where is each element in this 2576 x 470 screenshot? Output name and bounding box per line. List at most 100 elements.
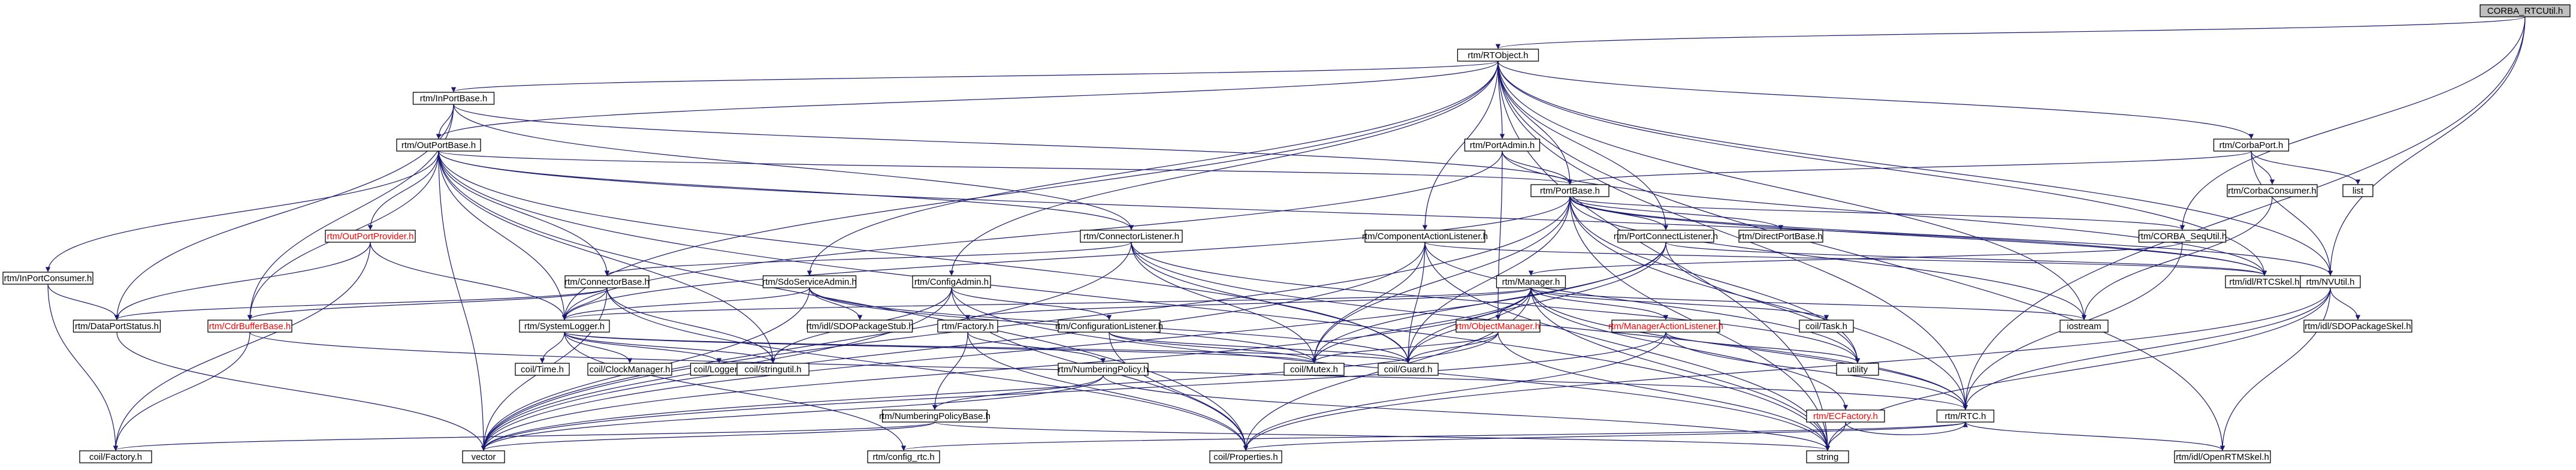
node-numberingpolicy[interactable]: rtm/NumberingPolicy.h [1058, 363, 1149, 376]
node-ecfactory[interactable]: rtm/ECFactory.h [1806, 409, 1885, 423]
node-connectorbase[interactable]: rtm/ConnectorBase.h [564, 275, 650, 288]
node-configurationlistener[interactable]: rtm/ConfigurationListener.h [1055, 320, 1163, 333]
node-label: rtm/PortConnectListener.h [1614, 231, 1718, 242]
dependency-edge-manager-to-iostream [1530, 287, 2086, 320]
node-label: rtm/RTC.h [1945, 411, 1986, 421]
dependency-edge-systemlogger-to-clockmanager [564, 332, 633, 363]
dependency-edge-numberingpolicybase-to-string [934, 421, 1830, 451]
dependency-edge-manageractionlistener-to-properties [1243, 332, 1666, 451]
node-box [2300, 275, 2361, 288]
dependency-edge-rtobject-to-inportbase [451, 61, 1499, 92]
node-corbaconsumer[interactable]: rtm/CorbaConsumer.h [2227, 184, 2318, 197]
node-factory[interactable]: rtm/Factory.h [937, 320, 998, 333]
node-box [2059, 320, 2109, 333]
node-directportbase[interactable]: rtm/DirectPortBase.h [1738, 230, 1823, 243]
node-label: rtm/RTObject.h [1467, 50, 1528, 61]
dependency-edge-manager-to-vector [481, 287, 1532, 451]
node-corbasequtil[interactable]: rtm/CORBA_SeqUtil.h [2138, 230, 2227, 243]
node-dataportstatus[interactable]: rtm/DataPortStatus.h [73, 320, 161, 333]
node-systemlogger[interactable]: rtm/SystemLogger.h [519, 320, 610, 333]
node-corbaport[interactable]: rtm/CorbaPort.h [2213, 138, 2290, 152]
node-inportbase[interactable]: rtm/InPortBase.h [412, 92, 495, 105]
node-box [519, 320, 610, 333]
dependency-edge-nvutil-to-string [1825, 287, 2331, 451]
node-layer: CORBA_RTCUtil.hrtm/RTObject.hrtm/InPortB… [2, 4, 2571, 463]
node-clockmanager: coil/ClockManager.h [587, 363, 672, 376]
dependency-edge-manager-to-factory [965, 287, 1532, 320]
dependency-edge-systemlogger-to-coiltime [539, 332, 565, 363]
node-sdoserviceadmin[interactable]: rtm/SdoServiceAdmin.h [762, 275, 857, 288]
node-box [564, 275, 650, 288]
dependency-edge-portbase-to-vector [481, 196, 1571, 451]
node-label: rtm/ConfigAdmin.h [914, 277, 989, 287]
node-cdrbufferbase[interactable]: rtm/CdrBufferBase.h [207, 320, 292, 333]
node-objectmanager[interactable]: rtm/ObjectManager.h [1455, 320, 1541, 333]
node-rtch[interactable]: rtm/RTC.h [1936, 409, 1995, 423]
dependency-edge-manageractionlistener-to-utility [1665, 332, 1861, 363]
dependency-edge-manager-to-systemlogger [562, 287, 1532, 320]
node-rtobject[interactable]: rtm/RTObject.h [1457, 49, 1539, 62]
node-label: rtm/Factory.h [941, 321, 993, 332]
dependency-edge-sdoserviceadmin-to-systemlogger [561, 287, 810, 320]
dependency-edge-rtobject-to-portbase [1497, 61, 1573, 185]
dependency-edge-root-to-rtobject [1496, 16, 2526, 49]
dependency-edge-componentactionlistener-to-string [1424, 242, 1831, 451]
dependency-edge-portadmin-to-portbase [1502, 150, 1573, 185]
node-label: rtm/idl/SDOPackageSkel.h [2305, 321, 2411, 332]
node-outportprovider[interactable]: rtm/OutPortProvider.h [325, 230, 416, 243]
node-box [912, 275, 991, 288]
dependency-edge-portbase-to-utility [1569, 196, 1861, 363]
dependency-edge-corbasequtil-to-manager [1529, 242, 2183, 276]
dependency-edge-manager-to-task [1530, 287, 1829, 320]
node-box [1611, 320, 1720, 333]
node-manageractionlistener[interactable]: rtm/ManagerActionListener.h [1608, 320, 1723, 333]
node-portadmin[interactable]: rtm/PortAdmin.h [1464, 138, 1541, 152]
node-box [2342, 184, 2373, 197]
dependency-edge-manager-to-manageractionlistener [1530, 287, 1669, 320]
node-configadmin[interactable]: rtm/ConfigAdmin.h [912, 275, 991, 288]
node-manager[interactable]: rtm/Manager.h [1496, 275, 1566, 288]
dependency-edge-rtobject-to-portconnectlistener [1497, 61, 1669, 230]
node-box [2480, 4, 2571, 17]
dependency-edge-portbase-to-directportbase [1569, 196, 1784, 230]
node-label: rtm/ECFactory.h [1813, 411, 1878, 421]
dependency-edge-cdrbufferbase-to-coilfactory [113, 332, 250, 451]
node-box [1464, 138, 1541, 152]
dependency-edge-inportbase-to-cdrbufferbase [247, 104, 454, 320]
dependency-edge-objectmanager-to-guard [1405, 332, 1499, 363]
node-connectorlistener[interactable]: rtm/ConnectorListener.h [1080, 230, 1183, 243]
dependency-edge-manageractionlistener-to-rtch [1665, 332, 1968, 410]
node-componentactionlistener[interactable]: rtm/ComponentActionListener.h [1362, 230, 1488, 243]
dependency-edge-portbase-to-nvutil [1569, 196, 2333, 276]
dependency-edge-portbase-to-corbasequtil [1569, 196, 2185, 230]
dependency-edge-systemlogger-to-guard [564, 332, 1411, 363]
node-nvutil[interactable]: rtm/NVUtil.h [2300, 275, 2361, 288]
dependency-edge-rtobject-to-sdoserviceadmin [807, 61, 1499, 276]
node-box [1799, 320, 1854, 333]
node-box [1936, 409, 1995, 423]
dependency-edge-root-to-rtch [1962, 16, 2526, 410]
node-portbase[interactable]: rtm/PortBase.h [1530, 184, 1609, 197]
node-outportbase[interactable]: rtm/OutPortBase.h [396, 138, 481, 152]
node-box [1284, 363, 1345, 376]
dependency-edge-rtobject-to-string [1497, 61, 1831, 451]
node-box [1617, 230, 1714, 243]
node-label: rtm/idl/SDOPackageStub.h [806, 321, 913, 332]
dependency-edge-inportbase-to-portbase [453, 104, 1572, 185]
node-portconnectlistener[interactable]: rtm/PortConnectListener.h [1614, 230, 1718, 243]
node-label: rtm/idl/OpenRTMSkel.h [2176, 452, 2269, 462]
node-inportconsumer[interactable]: rtm/InPortConsumer.h [2, 272, 93, 285]
dependency-edge-ecfactory-to-rtch [1845, 421, 1968, 435]
node-box [2213, 138, 2290, 152]
node-rtcskel[interactable]: rtm/idl/RTCSkel.h [2225, 275, 2304, 288]
dependency-edge-rtch-to-openrtmskel [1965, 421, 2225, 451]
node-numberingpolicybase[interactable]: rtm/NumberingPolicyBase.h [879, 409, 990, 423]
dependency-edge-configurationlistener-to-mutex [1109, 332, 1317, 363]
dependency-edge-portbase-to-guard [1405, 196, 1571, 363]
dependency-edge-outportbase-to-portbase [438, 150, 1572, 185]
node-box [2174, 450, 2271, 463]
node-label: rtm/ComponentActionListener.h [1362, 231, 1488, 242]
node-box [1496, 275, 1566, 288]
dependency-edge-corbaport-to-portbase [1568, 150, 2252, 185]
